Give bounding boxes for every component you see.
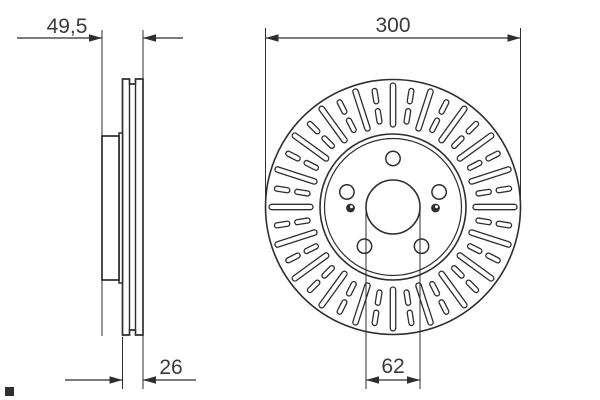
vent-slot [475,217,492,226]
arrowhead [143,376,156,384]
rotor-section [121,78,144,336]
vent-slot [438,105,468,144]
vent-slot [318,270,348,309]
vent-slot [285,150,301,162]
vent-slot [291,252,330,282]
vent-slot [294,217,311,226]
vent-slot [306,279,321,294]
vent-slot [495,220,513,229]
vent-slot [345,117,357,134]
vent-slot [273,220,291,229]
vent-slot [415,282,434,326]
hat-edge-circle [323,137,463,277]
friction-ring-inner-circle [319,133,467,281]
arrowhead [507,34,521,42]
vent-slot [403,289,412,306]
dim-bore-label: 62 [381,355,404,378]
bolt-hole [385,150,401,167]
dim-height-label: 49,5 [47,15,88,38]
arrowhead [89,34,102,42]
vent-slot [291,132,330,162]
vent-slot [465,120,480,135]
vent-slot [303,243,320,255]
vent-slot [374,108,383,125]
vent-slot [415,88,434,132]
vent-slot [268,203,314,211]
vent-slots [268,82,518,332]
vent-slot [274,166,318,185]
dim-height [17,34,183,42]
vent-slot [321,135,335,149]
bolt-hole [338,184,355,200]
arrowhead [143,34,156,42]
bolt-hole [413,238,430,255]
vent-slot [336,99,348,115]
vent-slot [403,108,412,125]
vent-slot [468,229,512,248]
outer-circle [264,78,522,336]
vent-slot [285,252,301,264]
vent-slot [389,82,397,128]
bolt-holes [338,150,448,255]
vent-slot [465,279,480,294]
vent-slot [451,265,465,279]
vent-slot [321,265,335,279]
vent-slot [303,159,320,171]
vent-slot [318,105,348,144]
dim-diameter [265,28,521,206]
vent-slot [371,309,380,327]
vent-slot [294,188,311,197]
arrowhead [265,34,279,42]
vent-slot [451,135,465,149]
vent-slot [374,289,383,306]
hat-section [101,135,120,281]
bolt-hole [431,184,448,200]
vent-slot [273,185,291,194]
dim-thickness [65,376,196,384]
vent-slot [472,203,518,211]
vent-slot [389,286,397,332]
vent-slot [495,185,513,194]
center-bore [365,179,421,235]
vent-slot [406,309,415,327]
vent-slot [456,252,495,282]
arrowhead [109,376,123,384]
pin-hole [346,203,355,213]
vent-slot [429,117,441,134]
vent-slot [485,150,501,162]
dim-diameter-label: 300 [375,14,410,37]
vent-slot [438,99,450,115]
dim-bore [365,207,421,389]
vent-slot [352,88,371,132]
vent-slot [371,87,380,105]
vent-slot [352,282,371,326]
arrowhead [407,376,420,384]
vent-slot [274,229,318,248]
dim-thickness-label: 26 [159,356,182,379]
pin-hole-center [435,205,438,209]
vent-slot [485,252,501,264]
vent-slot [336,299,348,315]
vent-slot [475,188,492,197]
vent-slot [466,159,483,171]
vent-slot [466,243,483,255]
bosch-corner-mark [5,387,14,396]
vent-slot [456,132,495,162]
vent-slot [345,280,357,297]
arrowhead [366,376,379,384]
vent-slot [306,120,321,135]
dimension-labels: 49,5 26 300 62 [47,14,411,379]
pin-hole [431,203,440,213]
vent-slot [429,280,441,297]
pin-marks [346,203,440,213]
bolt-hole [356,238,373,255]
vent-slot [468,166,512,185]
side-view [17,30,196,389]
pin-hole-center [350,205,353,209]
vent-slot [406,87,415,105]
vent-slot [438,299,450,315]
vent-slot [438,270,468,309]
front-view [264,28,522,389]
